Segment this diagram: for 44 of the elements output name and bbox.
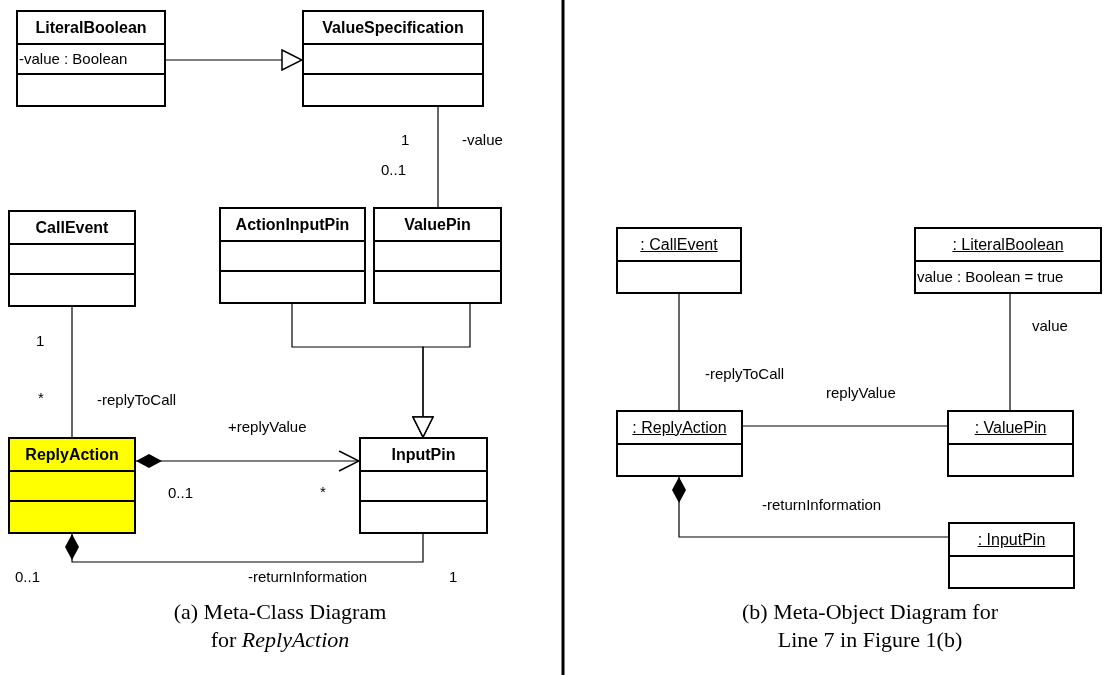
class-box: [8, 210, 136, 307]
object-box: [948, 522, 1075, 589]
multiplicity: 1: [401, 130, 410, 150]
attribute-text: value : Boolean = true: [917, 266, 1064, 287]
association-line: [1009, 293, 1011, 411]
association-line: [437, 106, 439, 208]
object-name: : ValuePin: [974, 417, 1047, 438]
multiplicity: 1: [449, 567, 458, 587]
class-box: [302, 10, 484, 107]
class-box: [359, 437, 488, 534]
class-box: [8, 437, 136, 534]
class-box: [373, 207, 502, 304]
association-line: [71, 306, 73, 438]
class-box: [219, 207, 366, 304]
association-arrow: [135, 450, 360, 472]
attribute-text: -value : Boolean: [19, 48, 128, 69]
object-name: : ReplyAction: [632, 417, 727, 438]
association-arrow: [165, 49, 303, 71]
multiplicity: 0..1: [381, 160, 407, 180]
object-box: [947, 410, 1074, 477]
association-line: [678, 293, 680, 411]
class-name: ActionInputPin: [235, 214, 350, 235]
class-name: ValuePin: [404, 214, 471, 235]
object-name: : InputPin: [977, 529, 1046, 550]
multiplicity: *: [38, 388, 44, 408]
class-name: ValueSpecification: [322, 17, 464, 38]
object-box: [616, 410, 743, 477]
multiplicity: *: [320, 482, 326, 502]
class-name: InputPin: [391, 444, 456, 465]
class-name: ReplyAction: [25, 444, 119, 465]
object-name: : CallEvent: [640, 234, 718, 255]
class-name: LiteralBoolean: [35, 17, 147, 38]
multiplicity: 0..1: [168, 483, 194, 503]
object-box: [616, 227, 742, 294]
association-line: [742, 425, 948, 427]
class-box: [16, 10, 166, 107]
class-name: CallEvent: [35, 217, 109, 238]
object-box: [914, 227, 1102, 294]
multiplicity: 1: [36, 331, 45, 351]
association-arrow: [412, 303, 471, 438]
multiplicity: 0..1: [15, 567, 41, 587]
object-name: : LiteralBoolean: [952, 234, 1064, 255]
caption: (b) Meta-Object Diagram for Line 7 in Figure 1(b): [741, 598, 999, 654]
caption: (a) Meta-Class Diagram for ReplyAction: [172, 598, 388, 654]
